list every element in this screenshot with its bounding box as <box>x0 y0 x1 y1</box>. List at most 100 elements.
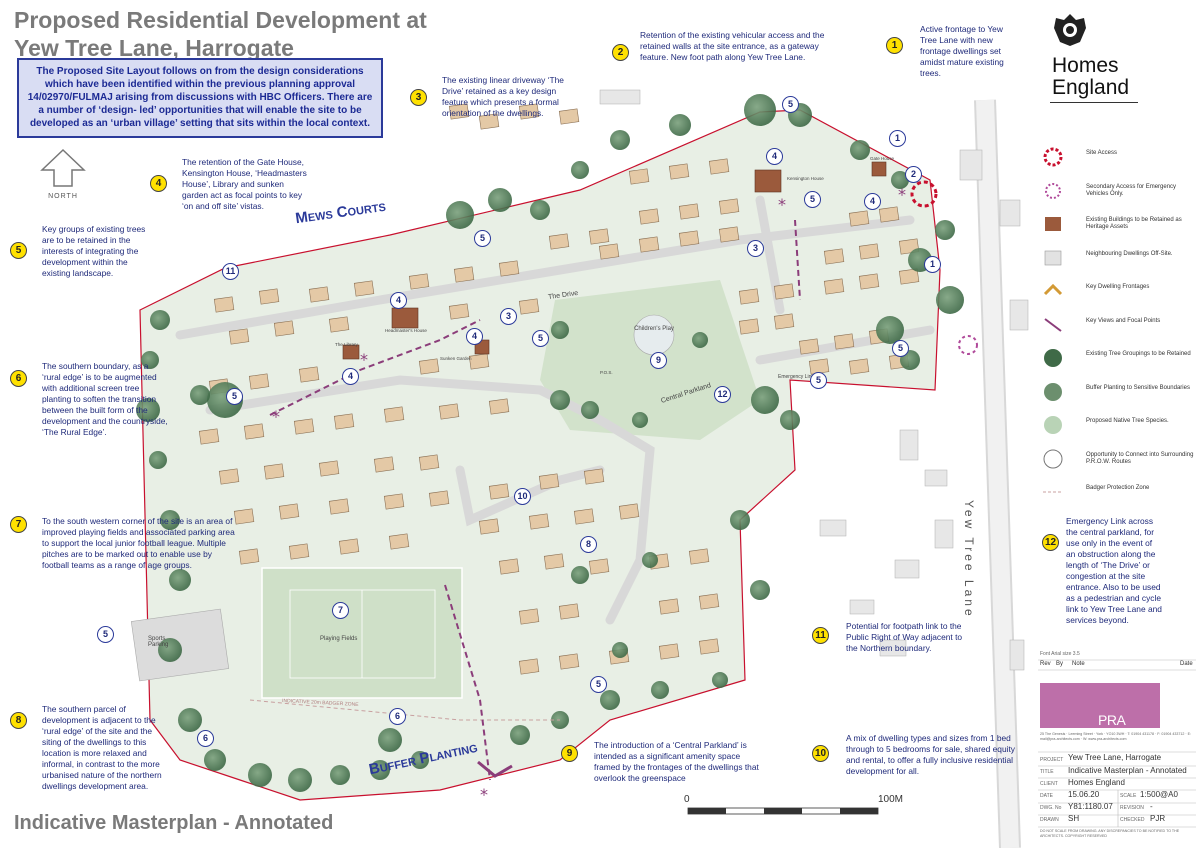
legend-item: Proposed Native Tree Species. <box>1040 414 1200 436</box>
svg-text:*: * <box>272 407 280 426</box>
dwelling <box>383 406 405 423</box>
dwelling <box>213 296 235 313</box>
legend-label: Site Access <box>1086 150 1118 156</box>
map-marker-n3: 3 <box>747 240 764 257</box>
dwelling <box>418 454 440 471</box>
badge-9: 9 <box>561 745 578 762</box>
dwelling <box>198 428 220 445</box>
legend-symbol-icon <box>1040 414 1066 436</box>
dwelling <box>468 353 490 370</box>
tree <box>550 390 570 410</box>
badge-2: 2 <box>612 44 629 61</box>
map-marker-n1: 1 <box>889 130 906 147</box>
label-sunken-garden: Sunken Garden <box>440 356 472 361</box>
rev-col: Rev <box>1040 661 1051 667</box>
architect-name: PRA ARCHITECTS <box>1098 712 1183 744</box>
svg-text:*: * <box>360 350 368 369</box>
scale-bar <box>687 807 879 815</box>
rev-label: REVISION <box>1120 805 1144 811</box>
tree <box>712 672 728 688</box>
label-childrens-play: Children's Play <box>634 326 674 332</box>
tree <box>330 765 350 785</box>
dwelling <box>288 543 310 560</box>
rev-value: - <box>1150 802 1153 811</box>
tree <box>571 566 589 584</box>
map-marker-n6: 6 <box>389 708 406 725</box>
dwelling <box>428 490 450 507</box>
tree <box>750 580 770 600</box>
dwelling <box>518 608 540 625</box>
dwelling <box>738 288 760 305</box>
drawn-value: SH <box>1068 814 1080 823</box>
tree-groups <box>136 94 964 792</box>
dwelling <box>448 103 470 120</box>
dwg-label: DWG. No <box>1040 805 1062 811</box>
dwelling <box>408 273 430 290</box>
dwelling <box>263 463 285 480</box>
dwelling <box>453 266 475 283</box>
date-label: DATE <box>1040 793 1053 799</box>
dwelling <box>588 228 610 245</box>
dwelling <box>518 658 540 675</box>
dwelling <box>898 268 920 285</box>
tree <box>651 681 669 699</box>
scale-label: SCALE <box>1120 793 1137 799</box>
dwelling <box>583 468 605 485</box>
map-marker-n6: 6 <box>197 730 214 747</box>
dwelling <box>218 468 240 485</box>
map-marker-n4: 4 <box>342 368 359 385</box>
dwelling <box>638 236 660 253</box>
tree <box>600 690 620 710</box>
legend-symbol-icon <box>1040 347 1066 369</box>
title-line-1: Proposed Residential Development at <box>14 7 427 33</box>
map-marker-n5: 5 <box>810 372 827 389</box>
svg-text:*: * <box>898 185 906 204</box>
tree <box>612 642 628 658</box>
legend-symbol-icon <box>1040 280 1066 302</box>
legend-symbol-icon <box>1040 247 1066 269</box>
map-marker-n5: 5 <box>532 330 549 347</box>
legend-item: Site Access <box>1040 146 1200 168</box>
legend-symbol-icon <box>1040 314 1066 336</box>
dwelling <box>858 273 880 290</box>
label-library: The Library <box>335 342 358 347</box>
brand-logo: Homes England <box>1052 55 1129 99</box>
map-marker-n2: 2 <box>905 166 922 183</box>
tree <box>136 398 160 422</box>
badge-6: 6 <box>10 370 27 387</box>
label-headmasters-house: Headmaster's House <box>385 328 427 333</box>
legend-item: Secondary Access for Emergency Vehicles … <box>1040 180 1200 202</box>
dwelling <box>233 508 255 525</box>
tree <box>158 638 182 662</box>
north-arrow: NORTH <box>38 148 88 200</box>
dwelling <box>353 280 375 297</box>
dwelling <box>773 283 795 300</box>
tree <box>751 386 779 414</box>
tree <box>571 161 589 179</box>
dwelling <box>698 593 720 610</box>
dwg-value: Y81:1180.07 <box>1068 802 1113 811</box>
dwelling <box>293 418 315 435</box>
note-2: Retention of the existing vehicular acce… <box>640 30 825 62</box>
label-emergency-link: Emergency Link <box>778 374 814 380</box>
map-marker-n3: 3 <box>500 308 517 325</box>
badge-8: 8 <box>10 712 27 729</box>
legend-symbol-icon <box>1040 146 1066 168</box>
dwelling <box>598 243 620 260</box>
dwelling <box>878 206 900 223</box>
map-marker-n8: 8 <box>580 536 597 553</box>
tree <box>642 552 658 568</box>
badge-5: 5 <box>10 242 27 259</box>
dwelling <box>248 373 270 390</box>
dwelling <box>823 248 845 265</box>
title-label: TITLE <box>1040 769 1054 775</box>
dwelling <box>448 303 470 320</box>
north-label: NORTH <box>48 193 78 200</box>
map-marker-n5: 5 <box>892 340 909 357</box>
legend-label: Secondary Access for Emergency Vehicles … <box>1086 183 1177 197</box>
tree <box>149 451 167 469</box>
legend-item: Key Views and Focal Points <box>1040 314 1200 336</box>
legend-label: Buffer Planting to Sensitive Boundaries <box>1086 384 1190 391</box>
map-marker-n5: 5 <box>226 388 243 405</box>
dwelling <box>498 558 520 575</box>
